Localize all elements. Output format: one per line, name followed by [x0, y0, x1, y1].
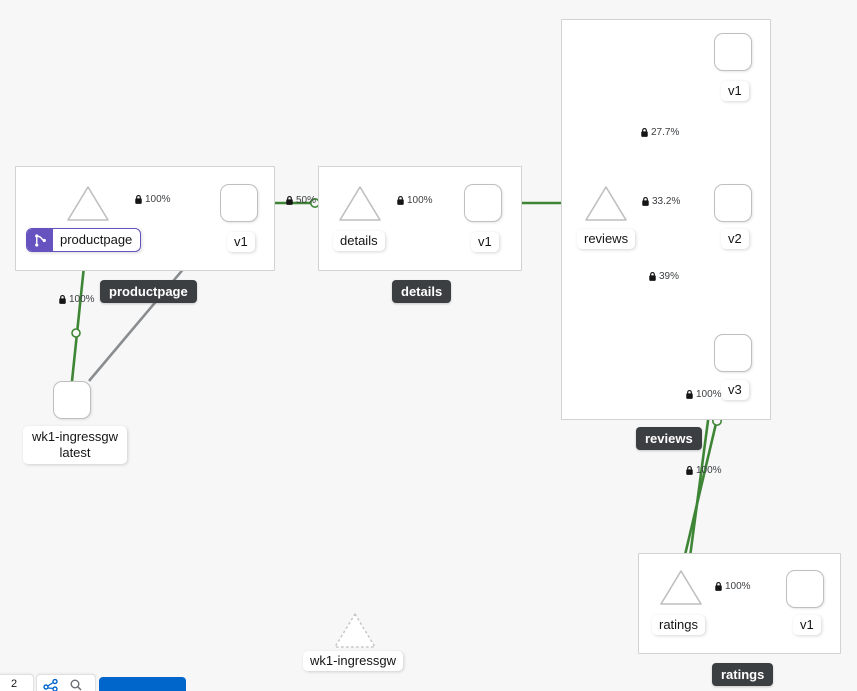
edge-label-productpage-service-to-v1[interactable]: 100%	[134, 194, 171, 205]
node-ratings-v1[interactable]	[786, 570, 824, 608]
node-label-reviews-v2[interactable]: v2	[721, 229, 749, 249]
edge-rate-text: 33.2%	[652, 196, 681, 207]
edge-rate-text: 100%	[696, 465, 722, 476]
mtls-lock-icon	[642, 196, 649, 206]
node-details-v1[interactable]	[464, 184, 502, 222]
node-label-ingressgw-service[interactable]: wk1-ingressgw	[303, 651, 403, 671]
edge-label-details-service-to-v1[interactable]: 100%	[396, 195, 433, 206]
edge-rate-text: 27.7%	[651, 127, 680, 138]
edge-label-ingressgw-to-productpage-service[interactable]: 100%	[58, 294, 95, 305]
toolbar-tools-chip[interactable]	[36, 674, 96, 691]
edge-rate-text: 100%	[696, 389, 722, 400]
edge-rate-text: 100%	[69, 294, 95, 305]
share-icon[interactable]	[43, 679, 59, 691]
node-reviews-service[interactable]	[583, 184, 629, 224]
group-label-ratings[interactable]: ratings	[712, 663, 774, 686]
toolbar-legend-count: 2	[11, 678, 18, 690]
edge-label-reviews-v3-to-ratings-service[interactable]: 100%	[685, 389, 722, 400]
group-label-details[interactable]: details	[392, 280, 452, 303]
node-label-reviews-v1[interactable]: v1	[721, 81, 749, 101]
toolbar-primary-button[interactable]	[99, 677, 186, 691]
mtls-lock-icon	[397, 195, 404, 205]
node-productpage-service[interactable]	[65, 184, 111, 224]
mtls-lock-icon	[135, 194, 142, 204]
node-label-productpage-v1[interactable]: v1	[227, 232, 255, 252]
mtls-lock-icon	[715, 581, 722, 591]
edge-label-reviews-service-to-v1[interactable]: 27.7%	[640, 127, 679, 138]
node-reviews-v2[interactable]	[714, 184, 752, 222]
node-label-productpage-service[interactable]: productpage	[26, 228, 142, 252]
node-label-ratings-service[interactable]: ratings	[652, 615, 706, 635]
edge-label-ratings-service-to-v1[interactable]: 100%	[714, 581, 751, 592]
edge-rate-text: 100%	[145, 194, 171, 205]
node-ingressgw-workload[interactable]	[53, 381, 91, 419]
edge-rate-text: 100%	[725, 581, 751, 592]
edge-label-reviews-v2-to-ratings-service[interactable]: 100%	[685, 465, 722, 476]
edge-label-productpage-v1-to-details-service[interactable]: 50%	[285, 195, 316, 206]
edge-rate-text: 50%	[296, 195, 317, 206]
node-ratings-service[interactable]	[658, 568, 704, 608]
node-label-reviews-v3[interactable]: v3	[721, 380, 749, 400]
node-label-line2: latest	[59, 445, 91, 460]
node-reviews-v1[interactable]	[714, 33, 752, 71]
mtls-lock-icon	[286, 195, 293, 205]
edge-rate-text: 100%	[407, 195, 433, 206]
node-reviews-v3[interactable]	[714, 334, 752, 372]
mtls-lock-icon	[686, 389, 693, 399]
virtual-service-icon	[27, 229, 53, 251]
mtls-lock-icon	[686, 465, 693, 475]
mtls-lock-icon	[59, 294, 66, 304]
node-label-details-v1[interactable]: v1	[471, 232, 499, 252]
search-icon[interactable]	[69, 679, 83, 691]
node-label-text: productpage	[60, 232, 133, 247]
mtls-lock-icon	[649, 271, 656, 281]
node-productpage-v1[interactable]	[220, 184, 258, 222]
node-label-details-service[interactable]: details	[333, 231, 385, 251]
edge-label-reviews-service-to-v3[interactable]: 39%	[648, 271, 679, 282]
node-label-ratings-v1[interactable]: v1	[793, 615, 821, 635]
node-label-reviews-service[interactable]: reviews	[577, 229, 636, 249]
mtls-lock-icon	[641, 127, 648, 137]
node-label-line1: wk1-ingressgw	[32, 429, 118, 444]
edge-rate-text: 39%	[659, 271, 680, 282]
group-label-reviews[interactable]: reviews	[636, 427, 702, 450]
group-label-productpage[interactable]: productpage	[100, 280, 197, 303]
node-ingressgw-service[interactable]	[332, 611, 378, 651]
edge-label-reviews-service-to-v2[interactable]: 33.2%	[641, 196, 680, 207]
toolbar-legend-chip[interactable]: 2	[0, 674, 34, 691]
node-label-ingressgw-workload[interactable]: wk1-ingressgw latest	[23, 426, 127, 464]
node-details-service[interactable]	[337, 184, 383, 224]
